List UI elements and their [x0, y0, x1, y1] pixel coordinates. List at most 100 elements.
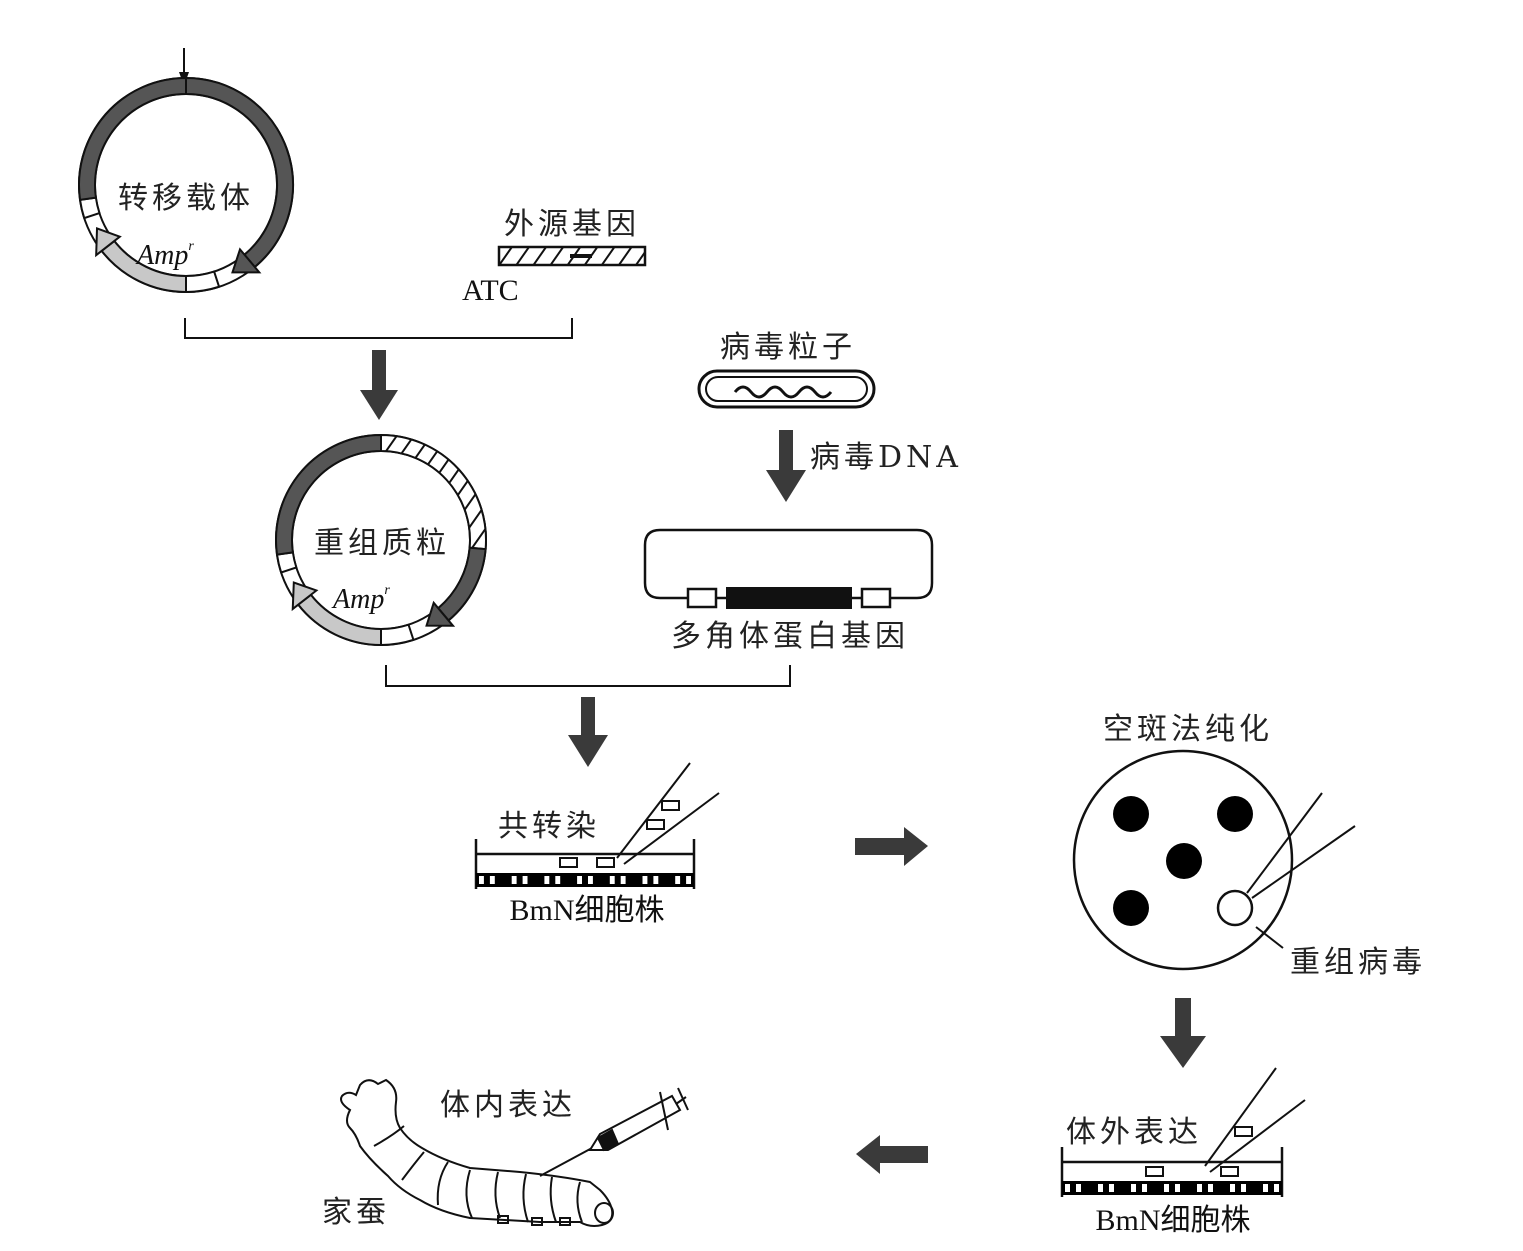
cell — [1164, 1184, 1169, 1192]
pipette-line — [1204, 1067, 1277, 1167]
pipette-line — [616, 762, 691, 859]
cell — [1197, 1184, 1202, 1192]
cell — [522, 876, 528, 884]
virus-particle-small — [1220, 1166, 1239, 1177]
virus-particle-small — [1145, 1166, 1164, 1177]
label-leader-line — [1255, 926, 1284, 949]
cell — [686, 876, 691, 884]
cell — [544, 876, 550, 884]
silkworm-segment — [576, 1181, 583, 1223]
cell — [588, 876, 593, 884]
recombinant-plasmid-ring — [275, 433, 487, 647]
spacer-segment — [275, 551, 298, 574]
cell — [1208, 1184, 1213, 1192]
arrow-right-icon — [855, 827, 928, 866]
cell — [479, 876, 484, 884]
recombinant-plasmid-amp-marker: Ampr — [331, 583, 390, 615]
arrow-down-3-icon — [1160, 998, 1206, 1068]
in-vivo-expression-label: 体内表达 — [440, 1088, 576, 1123]
cell — [675, 876, 681, 884]
cell — [1175, 1184, 1180, 1192]
silkworm-segment — [401, 1151, 425, 1181]
plaque-dark — [1113, 890, 1149, 926]
viral-genome-wave — [733, 385, 833, 399]
transfer-vector-ring — [78, 76, 294, 294]
virus-particle-small — [559, 857, 578, 868]
cell — [511, 876, 517, 884]
virus-particle-label: 病毒粒子 — [720, 330, 856, 365]
cell-layer — [1062, 1181, 1282, 1195]
syringe-flange — [659, 1091, 669, 1131]
plaque-clear-recombinant — [1216, 889, 1254, 927]
in-vitro-expression-dish — [1060, 1067, 1306, 1197]
virus-particle-small — [596, 857, 615, 868]
transfer-vector-label: 转移载体 — [118, 181, 254, 216]
arrow-left-icon — [856, 1135, 928, 1174]
arrow-down-1-icon — [360, 350, 398, 420]
cell — [1109, 1184, 1114, 1192]
viral-dna-arrow-label: 病毒DNA — [810, 440, 962, 475]
syringe-plunger-end — [677, 1087, 689, 1111]
spacer-segment — [78, 196, 101, 220]
virus-particle-small — [661, 800, 680, 811]
pipette-line — [1251, 825, 1356, 899]
cell — [1098, 1184, 1103, 1192]
start-codon-label: ATC — [462, 274, 519, 307]
cell — [1241, 1184, 1246, 1192]
silkworm-segment — [494, 1171, 501, 1219]
plaque-dark — [1113, 796, 1149, 832]
recombinant-plasmid-label: 重组质粒 — [314, 526, 450, 561]
virus-capsid-inner — [705, 376, 868, 402]
foreign-gene-label: 外源基因 — [504, 207, 640, 242]
syringe-plunger-tip — [596, 1128, 620, 1152]
silkworm-segment — [436, 1161, 449, 1206]
spacer-segment — [380, 623, 415, 647]
silkworm-segment — [522, 1173, 529, 1223]
combine-bracket-2 — [385, 665, 791, 687]
silkworm-illustration — [340, 1078, 614, 1227]
cell — [577, 876, 582, 884]
silkworm-body — [340, 1078, 614, 1227]
transfer-vector: 转移载体 Ampr — [78, 48, 294, 294]
in-vitro-cell-line-label: BmN细胞株 — [1095, 1204, 1250, 1237]
virus-particle-small — [1234, 1126, 1253, 1137]
in-vitro-expression-label: 体外表达 — [1066, 1115, 1202, 1150]
recombinant-plasmid: 重组质粒 Ampr — [275, 433, 487, 647]
cell — [555, 876, 561, 884]
syringe-plunger-handle — [675, 1096, 687, 1105]
foreign-gene: 外源基因 ATC — [462, 207, 647, 307]
vector-arrowhead-icon — [425, 600, 456, 627]
cell — [489, 876, 495, 884]
silkworm-proleg — [559, 1217, 571, 1226]
flanking-region-right — [860, 587, 892, 609]
arrow-down-2-icon — [568, 697, 608, 767]
cell-layer — [476, 873, 694, 887]
silkworm-label: 家蚕 — [322, 1195, 390, 1230]
cotransfection-label: 共转染 — [498, 809, 600, 844]
silkworm-segment — [549, 1176, 557, 1223]
amp-arrowhead-icon — [291, 581, 319, 612]
cell — [642, 876, 648, 884]
flanking-region-left — [686, 587, 718, 609]
cell — [1131, 1184, 1136, 1192]
syringe-needle — [539, 1147, 593, 1177]
vector-segment — [78, 76, 187, 202]
vector-arrowhead-icon — [231, 247, 262, 274]
pipette-line — [1246, 792, 1323, 894]
cell — [1230, 1184, 1235, 1192]
silkworm-proleg — [497, 1215, 509, 1224]
spacer-segment — [185, 270, 221, 294]
combine-bracket-1 — [184, 318, 573, 339]
plaque-purification: 空斑法纯化 重组病毒 — [1072, 712, 1422, 980]
silkworm-segment — [465, 1169, 473, 1219]
vector-segment — [275, 433, 382, 556]
polyhedrin-gene-block — [726, 587, 852, 609]
cell — [1263, 1184, 1268, 1192]
cell — [1065, 1184, 1070, 1192]
silkworm-segment — [373, 1125, 405, 1147]
polyhedrin-gene-label: 多角体蛋白基因 — [671, 619, 909, 654]
cell — [1142, 1184, 1147, 1192]
virus-particle: 病毒粒子 — [697, 330, 876, 409]
silkworm-proleg — [531, 1217, 543, 1226]
